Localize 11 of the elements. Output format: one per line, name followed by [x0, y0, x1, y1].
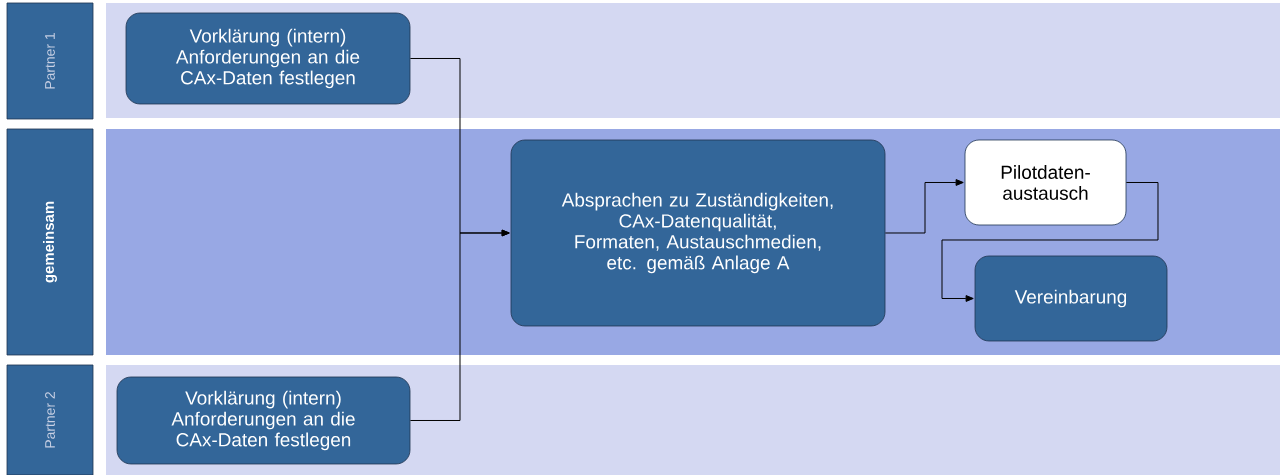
- process-box: Vereinbarung: [974, 255, 1168, 342]
- process-box: Vorklärung (intern) Anforderungen an die CAx-Daten festlegen: [125, 12, 411, 105]
- arrow: [884, 179, 964, 234]
- arrow: [941, 182, 1159, 302]
- lane-header: Partner 2: [6, 364, 94, 475]
- process-box: Absprachen zu Zuständigkeiten, CAx-Datenqualität, Formaten, Austauschmedien, etc. gemäß Anlage A: [510, 139, 886, 327]
- lane-header: Partner 1: [6, 2, 94, 120]
- process-box: Pilotdaten- austausch: [964, 139, 1127, 226]
- arrow: [409, 229, 510, 421]
- process-box: Vorklärung (intern) Anforderungen an die CAx-Daten festlegen: [116, 376, 411, 465]
- lane-header: gemeinsam: [6, 128, 94, 356]
